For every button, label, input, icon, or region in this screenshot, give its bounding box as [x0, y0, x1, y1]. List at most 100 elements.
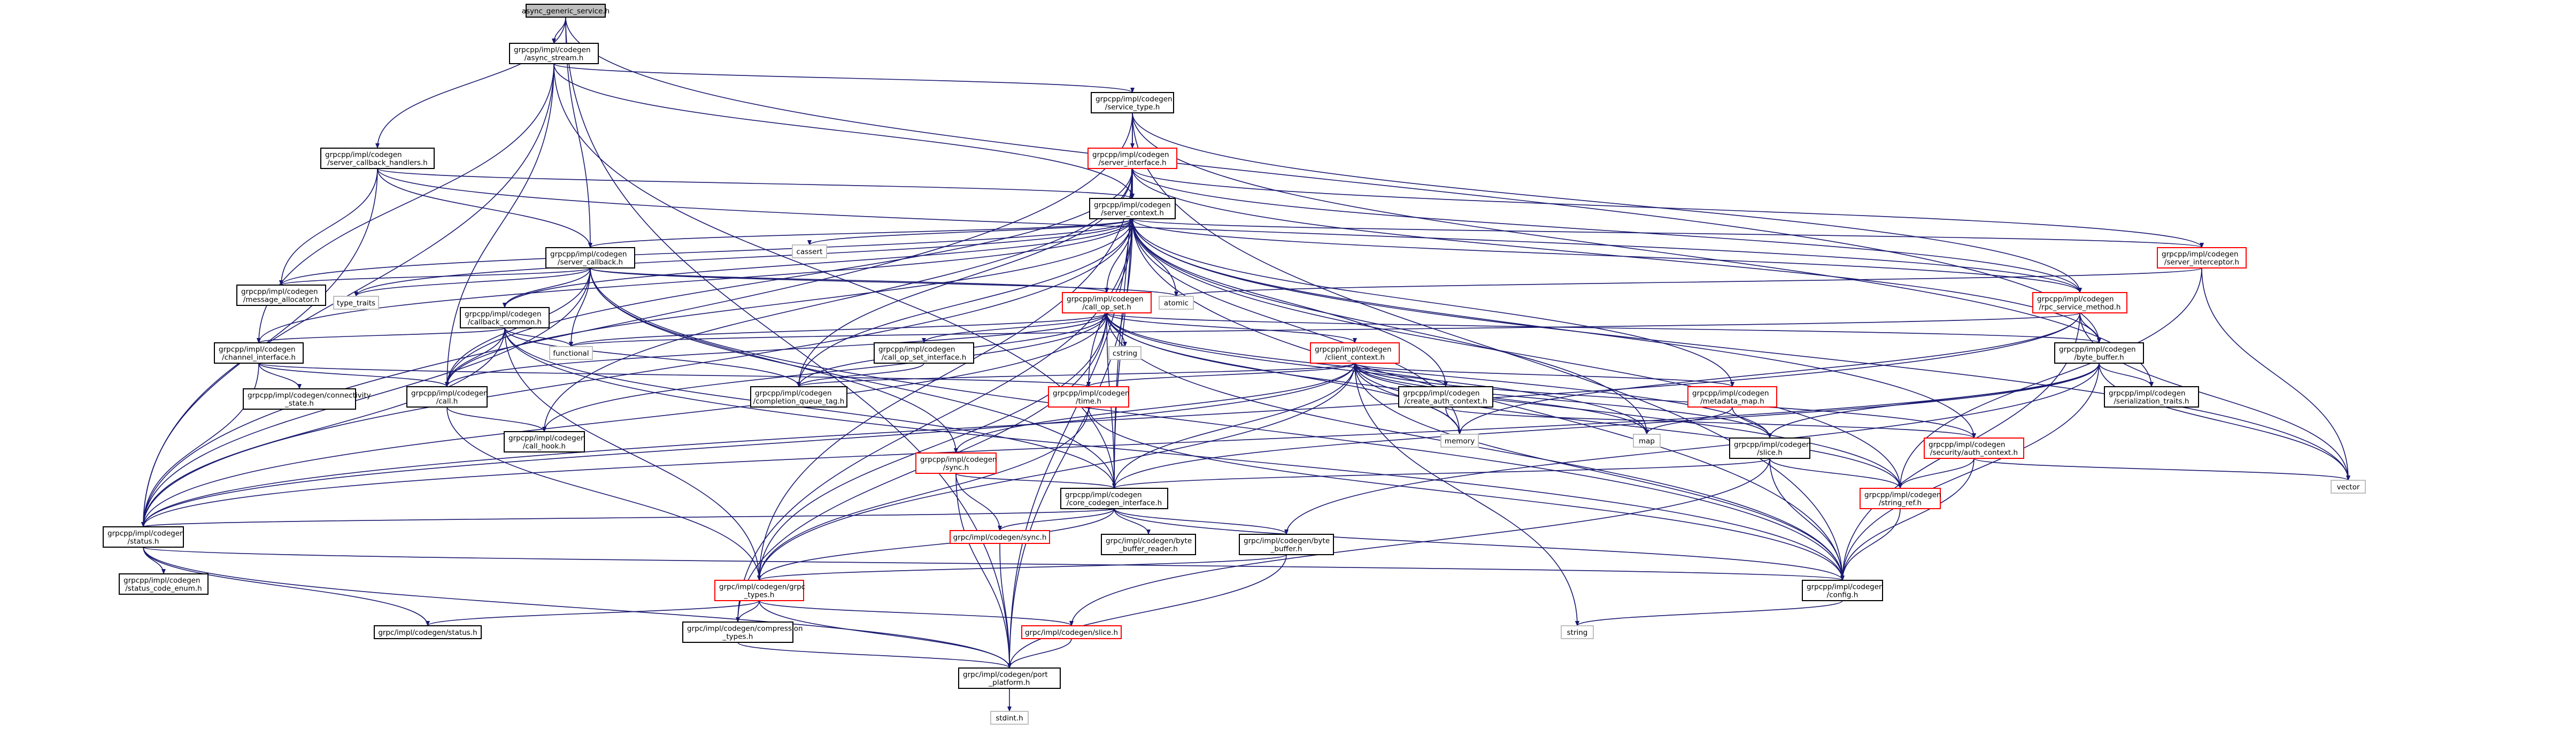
- node-slice[interactable]: grpcpp/impl/codegen/slice.h: [1729, 438, 1811, 459]
- node-byte-buffer-reader[interactable]: grpc/impl/codegen/byte_buffer_reader.h: [1101, 534, 1196, 555]
- edge-client_context-to-time: [1086, 363, 1355, 387]
- node-security-auth-context[interactable]: grpcpp/impl/codegen/security/auth_contex…: [1924, 438, 2024, 459]
- node-string-ref[interactable]: grpcpp/impl/codegen/string_ref.h: [1860, 488, 1941, 509]
- node-memory[interactable]: memory: [1440, 434, 1479, 448]
- node-label-line: grpc/impl/codegen/sync.h: [953, 533, 1047, 542]
- node-message-allocator[interactable]: grpcpp/impl/codegen/message_allocator.h: [236, 285, 326, 306]
- node-call[interactable]: grpcpp/impl/codegen/call.h: [406, 386, 488, 408]
- node-client-context[interactable]: grpcpp/impl/codegen/client_context.h: [1310, 342, 1400, 364]
- node-vector[interactable]: vector: [2331, 480, 2366, 494]
- node-functional[interactable]: functional: [549, 346, 593, 360]
- node-label-line: /client_context.h: [1325, 354, 1385, 362]
- node-call-op-set[interactable]: grpcpp/impl/codegen/call_op_set.h: [1062, 292, 1152, 313]
- edge-server_context-to-string_ref: [1132, 218, 1902, 489]
- node-label-line: /sync.h: [943, 464, 969, 472]
- node-label-line: /rpc_service_method.h: [2039, 303, 2121, 312]
- node-label-line: /serialization_traits.h: [2114, 397, 2189, 406]
- node-label-line: /security/auth_context.h: [1930, 449, 2018, 457]
- node-stdint[interactable]: stdint.h: [990, 711, 1029, 725]
- node-box: [1089, 198, 1176, 219]
- node-completion-queue-tag[interactable]: grpcpp/impl/codegen/completion_queue_tag…: [750, 386, 847, 408]
- node-port-platform[interactable]: grpc/impl/codegen/port_platform.h: [958, 667, 1061, 689]
- node-server-interceptor[interactable]: grpcpp/impl/codegen/server_interceptor.h: [2157, 247, 2247, 268]
- edge-grpc_types-to-grpc_slice: [759, 600, 1074, 626]
- node-label-line: /status_code_enum.h: [125, 585, 202, 593]
- node-grpc-slice[interactable]: grpc/impl/codegen/slice.h: [1021, 625, 1122, 639]
- edge-server_context-to-call: [445, 218, 1133, 387]
- edge-server_interceptor-to-atomic: [1174, 267, 2202, 297]
- node-sync[interactable]: grpcpp/impl/codegen/sync.h: [915, 452, 997, 474]
- edge-server_callback-to-call_op_set: [590, 267, 1109, 293]
- edge-byte_buffer-to-core_codegen_interface: [1112, 363, 2100, 489]
- node-rpc-service-method[interactable]: grpcpp/impl/codegen/rpc_service_method.h: [2032, 292, 2127, 313]
- node-connectivity-state[interactable]: grpcpp/impl/codegen/connectivity_state.h: [243, 388, 371, 410]
- node-config[interactable]: grpcpp/impl/codegen/config.h: [1802, 580, 1884, 601]
- node-call-op-set-interface[interactable]: grpcpp/impl/codegen/call_op_set_interfac…: [874, 342, 974, 364]
- node-server-interface[interactable]: grpcpp/impl/codegen/server_interface.h: [1088, 148, 1177, 169]
- node-box: [1021, 625, 1122, 639]
- node-label-line: grpcpp/impl/codegen: [1315, 346, 1392, 354]
- node-label-line: grpcpp/impl/codegen/connectivity: [248, 392, 371, 400]
- edge-rpc_service_method-to-memory: [1457, 312, 2080, 435]
- node-server-context[interactable]: grpcpp/impl/codegen/server_context.h: [1089, 198, 1176, 219]
- node-grpc-byte-buffer[interactable]: grpc/impl/codegen/byte_buffer.h: [1239, 534, 1334, 555]
- node-create-auth-context[interactable]: grpcpp/impl/codegen/create_auth_context.…: [1398, 386, 1493, 408]
- node-box: [1101, 534, 1196, 555]
- edge-call_op_set-to-grpc_types: [757, 312, 1107, 581]
- node-label-line: grpc/impl/codegen/byte: [1106, 537, 1192, 546]
- node-grpc-sync[interactable]: grpc/impl/codegen/sync.h: [950, 530, 1050, 544]
- node-map[interactable]: map: [1633, 434, 1661, 448]
- edge-server_context-to-vector: [1132, 218, 2350, 481]
- node-service-type[interactable]: grpcpp/impl/codegen/service_type.h: [1091, 92, 1174, 113]
- node-box: [2054, 342, 2144, 364]
- node-core-codegen-interface[interactable]: grpcpp/impl/codegen/core_codegen_interfa…: [1060, 488, 1168, 509]
- edge-client_context-to-create_auth_context: [1354, 363, 1448, 387]
- edge-server_context-to-status: [141, 218, 1133, 527]
- node-box: [1729, 438, 1810, 459]
- node-label-line: grpcpp/impl/codegen: [1065, 491, 1142, 500]
- node-type-traits[interactable]: type_traits: [333, 296, 379, 310]
- node-atomic[interactable]: atomic: [1159, 296, 1194, 310]
- node-server-callback-handlers[interactable]: grpcpp/impl/codegen/server_callback_hand…: [320, 148, 435, 169]
- node-label-line: /string_ref.h: [1879, 499, 1922, 508]
- edge-client_context-to-config: [1354, 363, 1845, 581]
- edge-callback_common-to-config: [504, 327, 1845, 581]
- node-compression-types[interactable]: grpc/impl/codegen/compression_types.h: [682, 621, 803, 643]
- node-cassert[interactable]: cassert: [792, 244, 827, 258]
- node-byte-buffer[interactable]: grpcpp/impl/codegen/byte_buffer.h: [2054, 342, 2144, 364]
- node-cstring[interactable]: cstring: [1108, 346, 1142, 360]
- node-status[interactable]: grpcpp/impl/codegen/status.h: [103, 526, 184, 548]
- edge-grpc_types-to-compression_types: [736, 600, 760, 623]
- edge-time-to-config: [1088, 406, 1845, 581]
- edge-rpc_service_method-to-functional: [569, 312, 2080, 347]
- node-status-code-enum[interactable]: grpcpp/impl/codegen/status_code_enum.h: [119, 573, 209, 595]
- edge-server_context-to-type_traits: [354, 218, 1133, 297]
- node-grpc-types[interactable]: grpc/impl/codegen/grpc_types.h: [714, 580, 805, 601]
- node-label-line: /metadata_map.h: [1700, 397, 1764, 406]
- node-label-line: grpcpp/impl/codegen: [241, 288, 318, 296]
- node-string[interactable]: string: [1561, 625, 1594, 639]
- node-label-line: grpcpp/impl/codegen: [2162, 250, 2239, 259]
- edge-grpc_types-to-grpc_status: [426, 600, 760, 626]
- node-label-line: /message_allocator.h: [243, 296, 319, 304]
- node-async-stream[interactable]: grpcpp/impl/codegen/async_stream.h: [509, 43, 599, 64]
- node-channel-interface[interactable]: grpcpp/impl/codegen/channel_interface.h: [214, 342, 304, 364]
- node-async-generic-service[interactable]: async_generic_service.h: [522, 4, 610, 18]
- edge-server_interface-to-grpc_types: [757, 168, 1133, 581]
- edge-server_callback-to-atomic: [590, 267, 1178, 297]
- node-box: [504, 431, 585, 452]
- edge-channel_interface-to-status: [141, 363, 259, 527]
- node-box: [1088, 148, 1177, 169]
- edge-security_auth_context-to-vector: [1973, 458, 2350, 481]
- node-grpc-status[interactable]: grpc/impl/codegen/status.h: [374, 625, 482, 639]
- edge-call_op_set-to-call_hook: [542, 312, 1107, 432]
- edge-server_callback-to-callback_common: [503, 267, 591, 308]
- edge-service_type-to-config: [1132, 112, 1845, 581]
- node-call-hook[interactable]: grpcpp/impl/codegen/call_hook.h: [504, 431, 585, 452]
- node-time[interactable]: grpcpp/impl/codegen/time.h: [1048, 386, 1130, 408]
- node-serialization-traits[interactable]: grpcpp/impl/codegen/serialization_traits…: [2104, 386, 2199, 408]
- node-callback-common[interactable]: grpcpp/impl/codegen/callback_common.h: [460, 307, 550, 328]
- node-box: [2157, 247, 2247, 268]
- node-server-callback[interactable]: grpcpp/impl/codegen/server_callback.h: [545, 247, 635, 268]
- node-metadata-map[interactable]: grpcpp/impl/codegen/metadata_map.h: [1687, 386, 1777, 408]
